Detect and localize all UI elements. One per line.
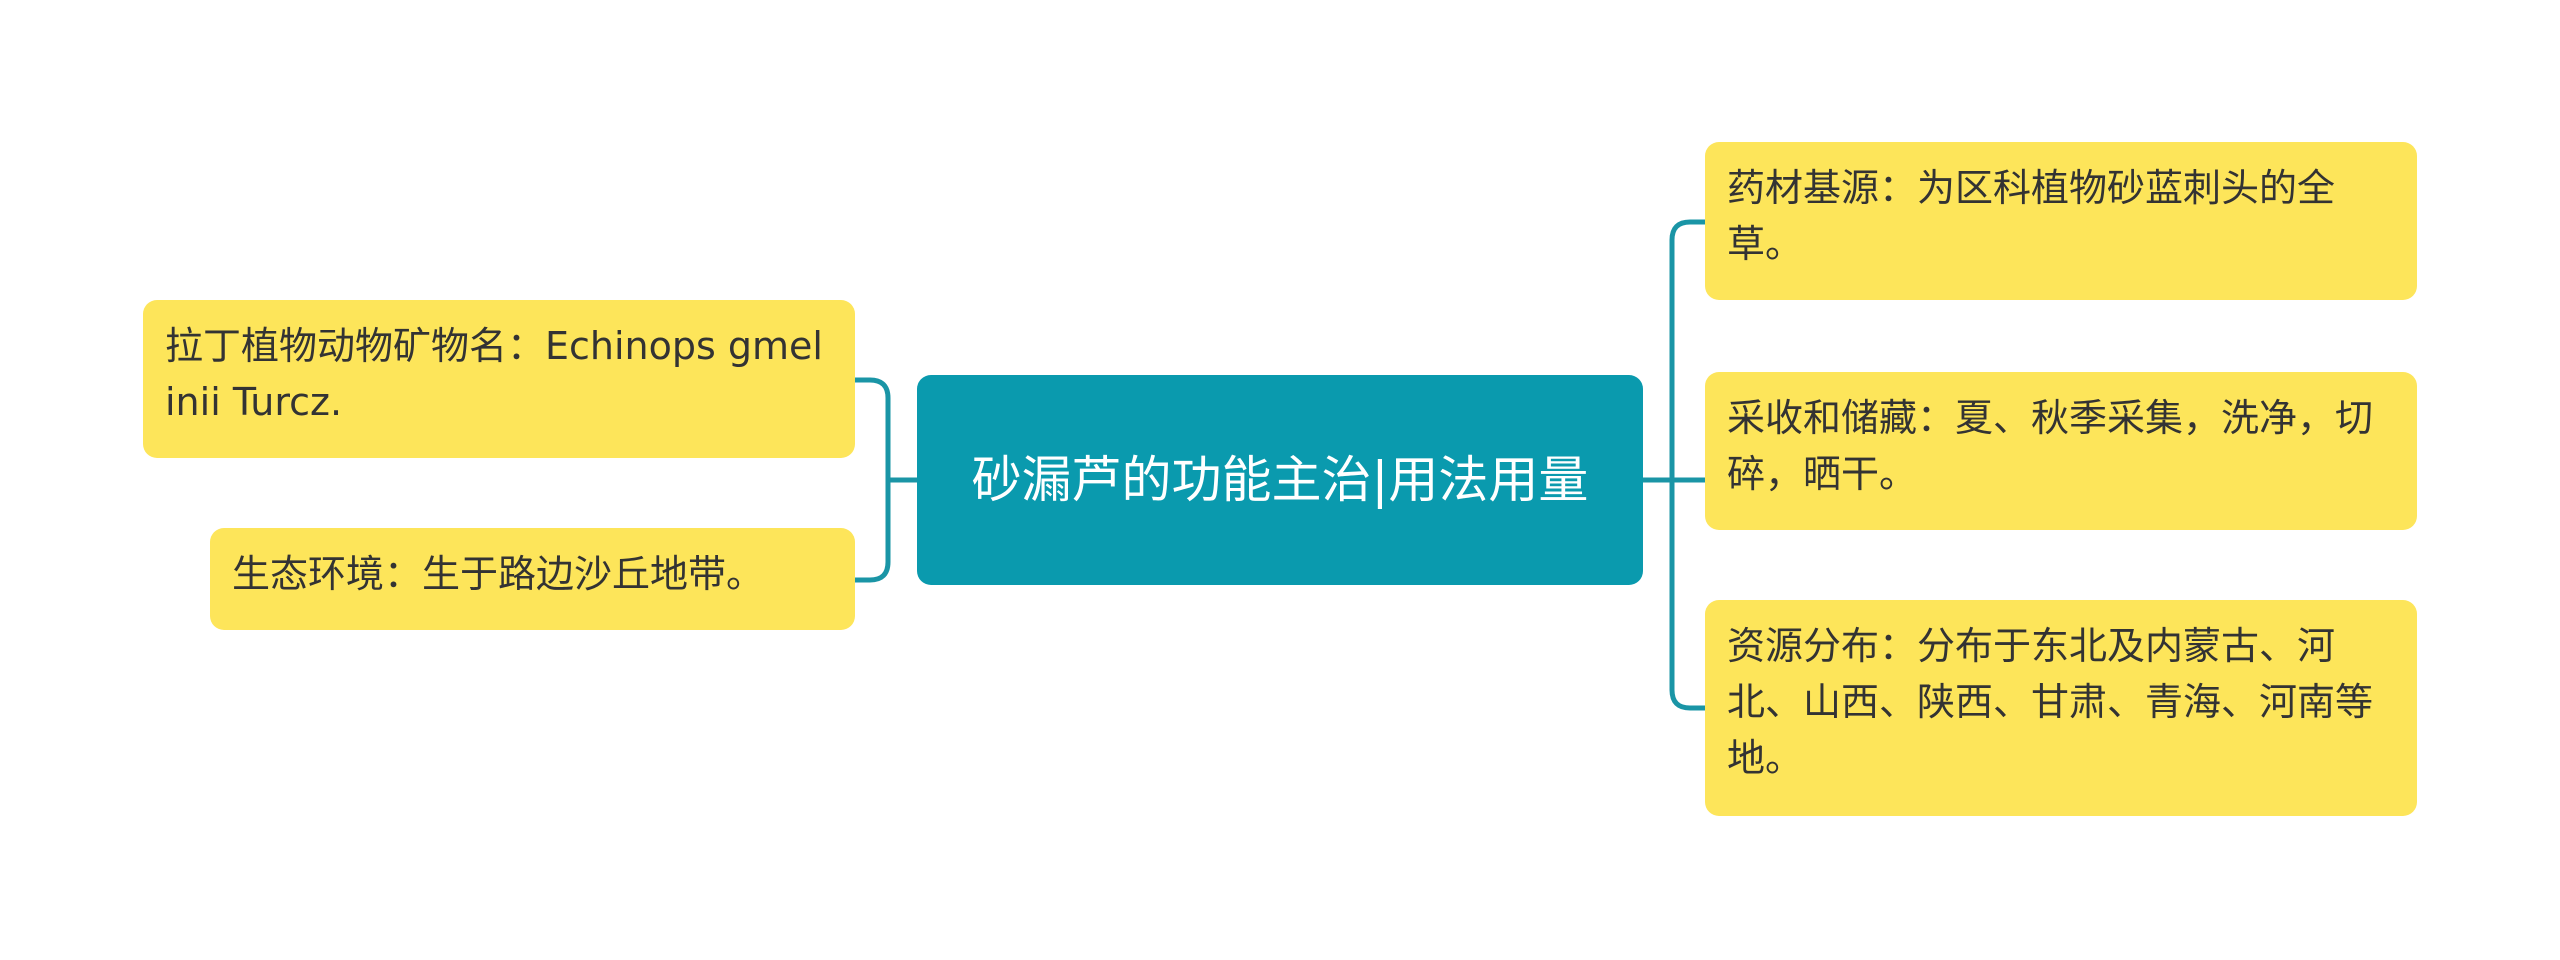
right-topic-harvest-storage[interactable]: 采收和储藏：夏、秋季采集，洗净，切碎，晒干。 — [1705, 372, 2417, 530]
central-topic[interactable]: 砂漏芦的功能主治|用法用量 — [917, 375, 1643, 585]
right-topic-harvest-storage-label: 采收和储藏：夏、秋季采集，洗净，切碎，晒干。 — [1727, 396, 2374, 496]
central-topic-label: 砂漏芦的功能主治|用法用量 — [971, 451, 1589, 509]
right-topic-source-label: 药材基源：为区科植物砂蓝刺头的全草。 — [1727, 166, 2336, 266]
left-topic-habitat-label: 生态环境：生于路边沙丘地带。 — [232, 552, 765, 596]
connector-right-1 — [1669, 219, 1708, 483]
right-topic-source[interactable]: 药材基源：为区科植物砂蓝刺头的全草。 — [1705, 142, 2417, 300]
right-topic-distribution[interactable]: 资源分布：分布于东北及内蒙古、河北、山西、陕西、甘肃、青海、河南等地。 — [1705, 600, 2417, 816]
left-topic-habitat[interactable]: 生态环境：生于路边沙丘地带。 — [210, 528, 855, 630]
connector-left-2 — [852, 477, 891, 583]
connector-left-1 — [852, 377, 891, 483]
left-topic-latin-name[interactable]: 拉丁植物动物矿物名：Echinops gmelinii Turcz. — [143, 300, 855, 458]
left-topic-latin-name-label: 拉丁植物动物矿物名：Echinops gmelinii Turcz. — [165, 324, 823, 424]
connector-right-3 — [1669, 477, 1708, 711]
right-topic-distribution-label: 资源分布：分布于东北及内蒙古、河北、山西、陕西、甘肃、青海、河南等地。 — [1727, 624, 2374, 780]
